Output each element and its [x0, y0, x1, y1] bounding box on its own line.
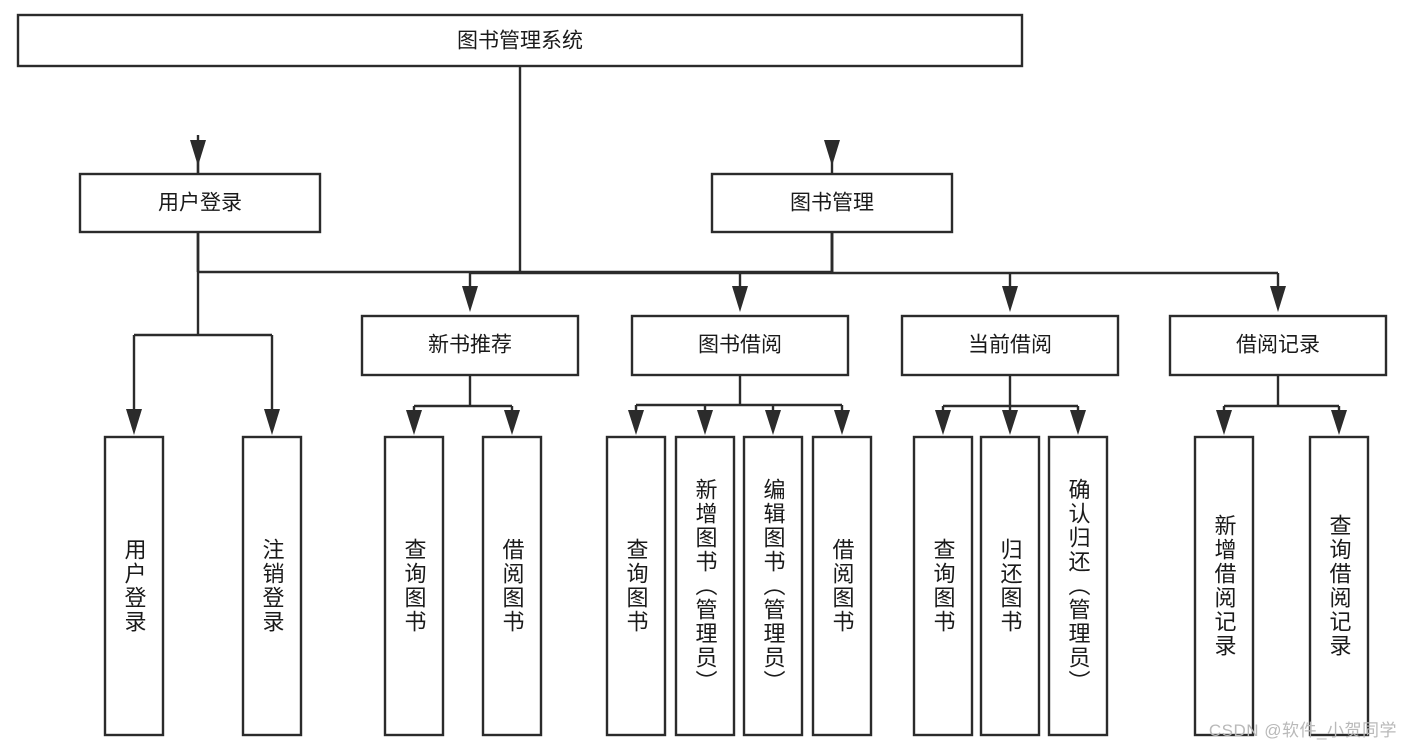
leaf-book-borrow-2[interactable]: 新增图书（管理员）	[674, 435, 736, 737]
node-book-borrow-box	[630, 314, 850, 377]
node-book-management[interactable]: 图书管理	[710, 172, 954, 234]
leaf-current-borrow-1-box	[912, 435, 974, 737]
leaf-borrow-records-2[interactable]: 查询借阅记录	[1308, 435, 1370, 737]
arrow-head-nbr-leaf-2	[504, 410, 520, 435]
node-root-box	[16, 13, 1024, 68]
leaf-borrow-records-1[interactable]: 新增借阅记录	[1193, 435, 1255, 737]
leaf-book-borrow-4-label: 借阅图书	[830, 538, 855, 634]
leaf-book-borrow-1[interactable]: 查询图书	[605, 435, 667, 737]
node-new-book-recommend-label: 新书推荐	[428, 334, 512, 357]
leaf-current-borrow-1[interactable]: 查询图书	[912, 435, 974, 737]
connector-group-borrow-records	[1216, 375, 1347, 435]
leaf-user-login-2-label: 注销登录	[260, 538, 285, 634]
connector-group-level3-bus	[462, 233, 1286, 312]
node-root-book-management-system[interactable]: 图书管理系统	[16, 13, 1024, 68]
leaf-new-book-recommend-1-label: 查询图书	[402, 538, 427, 634]
connector-group-book-borrow	[628, 375, 850, 435]
leaf-user-login-1[interactable]: 用户登录	[103, 435, 165, 737]
arrow-head-bookmgmt	[824, 140, 840, 166]
arrow-head-borrow-records	[1270, 286, 1286, 312]
arrow-head-bb-leaf-3	[765, 410, 781, 435]
leaf-new-book-recommend-2-label: 借阅图书	[500, 538, 525, 634]
leaf-borrow-records-1-label: 新增借阅记录	[1212, 514, 1237, 658]
node-borrow-records-label: 借阅记录	[1236, 334, 1320, 357]
leaf-book-borrow-4[interactable]: 借阅图书	[811, 435, 873, 737]
node-new-book-recommend[interactable]: 新书推荐	[360, 314, 580, 377]
arrow-head-nbr-leaf-1	[406, 410, 422, 435]
connector-group-current-borrow	[935, 375, 1086, 435]
leaf-current-borrow-2-label: 归还图书	[998, 538, 1023, 634]
leaf-book-borrow-1-label: 查询图书	[624, 538, 649, 634]
arrow-head-book-borrow	[732, 286, 748, 312]
leaf-book-borrow-1-box	[605, 435, 667, 737]
leaf-current-borrow-2[interactable]: 归还图书	[979, 435, 1041, 737]
leaf-book-borrow-3-label: 编辑图书（管理员）	[761, 478, 786, 694]
node-user-login[interactable]: 用户登录	[78, 172, 322, 234]
arrow-head-cb-leaf-1	[935, 410, 951, 435]
leaf-current-borrow-1-label: 查询图书	[931, 538, 956, 634]
node-book-management-label: 图书管理	[790, 192, 874, 215]
leaf-current-borrow-3[interactable]: 确认归还（管理员）	[1047, 435, 1109, 737]
leaf-borrow-records-2-box	[1308, 435, 1370, 737]
leaf-book-borrow-3-box	[742, 435, 804, 737]
node-root-label: 图书管理系统	[457, 30, 583, 53]
leaf-current-borrow-3-box	[1047, 435, 1109, 737]
leaf-user-login-1-box	[103, 435, 165, 737]
arrow-head-cb-leaf-2	[1002, 410, 1018, 435]
leaf-borrow-records-2-label: 查询借阅记录	[1327, 514, 1352, 658]
arrow-head-br-leaf-2	[1331, 410, 1347, 435]
node-user-login-label: 用户登录	[158, 192, 242, 215]
connector-group-new-book-recommend	[406, 375, 520, 435]
arrow-head-bb-leaf-4	[834, 410, 850, 435]
arrow-head-br-leaf-1	[1216, 410, 1232, 435]
leaf-user-login-2-box	[241, 435, 303, 737]
leaf-new-book-recommend-2-box	[481, 435, 543, 737]
leaf-user-login-1-label: 用户登录	[122, 538, 147, 634]
arrow-head-cb-leaf-3	[1070, 410, 1086, 435]
arrow-head-new-book-recommend	[462, 286, 478, 312]
arrow-head-userlogin	[190, 140, 206, 166]
leaf-borrow-records-1-box	[1193, 435, 1255, 737]
leaf-new-book-recommend-2[interactable]: 借阅图书	[481, 435, 543, 737]
node-current-borrow[interactable]: 当前借阅	[900, 314, 1120, 377]
arrow-head-current-borrow	[1002, 286, 1018, 312]
node-current-borrow-label: 当前借阅	[968, 334, 1052, 357]
leaf-user-login-2[interactable]: 注销登录	[241, 435, 303, 737]
connector-group-userlogin	[126, 232, 280, 435]
arrow-head-bb-leaf-1	[628, 410, 644, 435]
node-user-login-box	[78, 172, 322, 234]
arrow-head-leaf-user-login-2	[264, 409, 280, 435]
node-book-management-box	[710, 172, 954, 234]
csdn-watermark: CSDN @软件_小贺同学	[1208, 721, 1397, 740]
node-current-borrow-box	[900, 314, 1120, 377]
connector-group-root	[190, 66, 840, 274]
node-new-book-recommend-box	[360, 314, 580, 377]
leaf-book-borrow-4-box	[811, 435, 873, 737]
arrow-head-leaf-user-login-1	[126, 409, 142, 435]
arrow-head-bb-leaf-2	[697, 410, 713, 435]
leaf-book-borrow-3[interactable]: 编辑图书（管理员）	[742, 435, 804, 737]
leaf-book-borrow-2-label: 新增图书（管理员）	[693, 478, 718, 694]
leaf-new-book-recommend-1-box	[383, 435, 445, 737]
leaf-current-borrow-3-label: 确认归还（管理员）	[1066, 478, 1091, 694]
node-borrow-records[interactable]: 借阅记录	[1168, 314, 1388, 377]
node-book-borrow-label: 图书借阅	[698, 334, 782, 357]
leaf-book-borrow-2-box	[674, 435, 736, 737]
leaf-current-borrow-2-box	[979, 435, 1041, 737]
node-book-borrow[interactable]: 图书借阅	[630, 314, 850, 377]
leaf-new-book-recommend-1[interactable]: 查询图书	[383, 435, 445, 737]
node-borrow-records-box	[1168, 314, 1388, 377]
